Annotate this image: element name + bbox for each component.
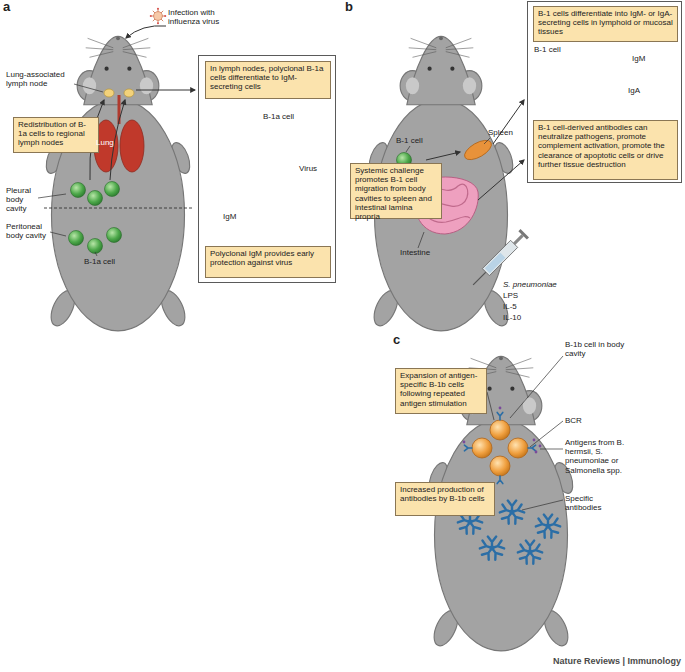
cell-label: B-1 cell	[396, 136, 423, 145]
stimulus-label: IL-5	[503, 302, 517, 311]
note-box: Redistribution of B-1a cells to regional…	[13, 117, 99, 153]
note-box: Systemic challenge promotes B-1 cell mig…	[350, 163, 442, 219]
note-text: Systemic challenge promotes B-1 cell mig…	[355, 166, 437, 221]
item-label: IgM	[223, 212, 236, 221]
note-box: Expansion of antigen-specific B-1b cells…	[395, 368, 487, 414]
annotation: B-1b cell in body cavity	[565, 340, 645, 358]
annotation: Infection with influenza virus	[168, 8, 240, 26]
organ-label: Intestine	[400, 248, 430, 257]
annotation: Antigens from B. hermsii, S. pneumoniae …	[565, 438, 645, 475]
annotation: Peritoneal body cavity	[6, 222, 52, 240]
note-text: Polyclonal IgM provides early protection…	[210, 249, 326, 267]
stimulus-label: LPS	[503, 291, 518, 300]
annotation: BCR	[565, 416, 582, 425]
annotation: Lung-associated lymph node	[6, 70, 76, 88]
note-text: In lymph nodes, polyclonal B-1a cells di…	[210, 64, 326, 92]
item-label: B-1 cell	[534, 45, 561, 54]
panel-letter: b	[345, 0, 353, 15]
item-label: IgM	[632, 54, 645, 63]
note-text: B-1 cell-derived antibodies can neutrali…	[538, 123, 673, 169]
panel-box: B-1a cellIgM Virus In lymph nodes, polyclo…	[198, 55, 336, 283]
note-box: Increased production of antibodies by B-…	[395, 482, 495, 516]
stimulus-label: S. pneumoniae	[503, 280, 557, 289]
note-box: B-1 cell-derived antibodies can neutrali…	[533, 120, 678, 180]
journal-credit: Nature Reviews | Immunology	[545, 656, 681, 666]
item-label: Virus	[299, 164, 317, 173]
note-box: Polyclonal IgM provides early protection…	[205, 246, 331, 278]
note-text: B-1 cells differentiate into IgM- or IgA…	[538, 9, 673, 37]
stimulus-label: IL-10	[503, 313, 521, 322]
note-text: Expansion of antigen-specific B-1b cells…	[400, 371, 482, 408]
annotation: Specific antibodies	[565, 494, 625, 512]
panel-box: B-1 cellIgM IgA B-1 cells differentiate in…	[527, 1, 682, 183]
note-box: B-1 cells differentiate into IgM- or IgA…	[533, 6, 678, 42]
panel-letter: a	[3, 0, 10, 15]
item-label: IgA	[628, 86, 640, 95]
panel-letter: c	[393, 333, 400, 348]
note-text: Increased production of antibodies by B-…	[400, 485, 490, 503]
organ-label: Spleen	[488, 128, 513, 137]
annotation: Pleural body cavity	[6, 186, 42, 214]
organ-label: Lung	[96, 138, 114, 147]
note-box: In lymph nodes, polyclonal B-1a cells di…	[205, 61, 331, 99]
note-text: Redistribution of B-1a cells to regional…	[18, 120, 94, 148]
cell-label: B-1a cell	[84, 257, 115, 266]
item-label: B-1a cell	[263, 112, 294, 121]
